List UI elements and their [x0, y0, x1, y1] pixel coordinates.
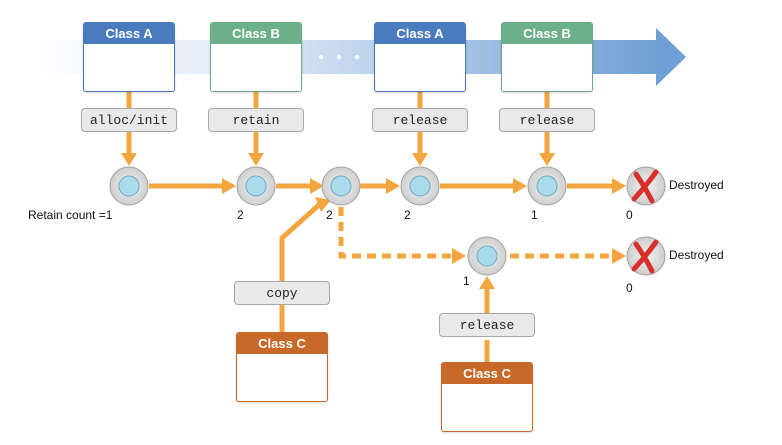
dashed-arrowheads — [452, 248, 626, 264]
object-node — [236, 166, 276, 206]
object-node — [109, 166, 149, 206]
alloc-init-method: alloc/init — [81, 108, 177, 132]
class-a-box: Class A — [374, 22, 466, 92]
copy-arrowhead — [315, 197, 331, 212]
retain-count-value: 1 — [531, 208, 538, 222]
class-c-header: Class C — [237, 333, 327, 354]
arrowhead-down — [412, 153, 428, 166]
release-method: release — [372, 108, 468, 132]
arrowhead-up — [479, 276, 495, 289]
object-node — [467, 236, 507, 276]
retain-count-value: 2 — [237, 208, 244, 222]
retain-count-value: 2 — [404, 208, 411, 222]
object-nodes — [109, 166, 567, 276]
arrowhead-down — [121, 153, 137, 166]
class-a-header: Class A — [375, 23, 465, 44]
retain-count-value: 0 — [626, 208, 633, 222]
vertical-arrowheads — [121, 153, 555, 166]
copy-method: copy — [234, 281, 330, 305]
vertical-connectors — [126, 92, 550, 154]
arrowhead-down — [248, 153, 264, 166]
object-node — [400, 166, 440, 206]
release-method: release — [499, 108, 595, 132]
class-b-header: Class B — [211, 23, 301, 44]
copy-connector — [279, 202, 322, 332]
class-a-header: Class A — [84, 23, 174, 44]
destroyed-label: Destroyed — [669, 178, 724, 192]
class-a-box: Class A — [83, 22, 175, 92]
class-b-box: Class B — [501, 22, 593, 92]
main-flow-arrowheads — [222, 178, 626, 194]
class-c-box: Class C — [441, 362, 533, 432]
object-node — [321, 166, 361, 206]
retain-count-value: 0 — [626, 281, 633, 295]
destroyed-label: Destroyed — [669, 248, 724, 262]
ellipsis-dots — [318, 54, 360, 60]
release-method: release — [439, 313, 535, 337]
dashed-branch — [338, 207, 614, 259]
retain-count-value: 1 — [463, 274, 470, 288]
class-c-box: Class C — [236, 332, 328, 402]
retain-method: retain — [208, 108, 304, 132]
class-c-header: Class C — [442, 363, 532, 384]
retain-count-value: 2 — [326, 208, 333, 222]
retain-count-label: Retain count =1 — [28, 208, 113, 222]
destroyed-object-icon — [626, 166, 666, 206]
class-b-box: Class B — [210, 22, 302, 92]
destroyed-object-icon — [626, 236, 666, 276]
object-node — [527, 166, 567, 206]
class-b-header: Class B — [502, 23, 592, 44]
arrowhead-down — [539, 153, 555, 166]
